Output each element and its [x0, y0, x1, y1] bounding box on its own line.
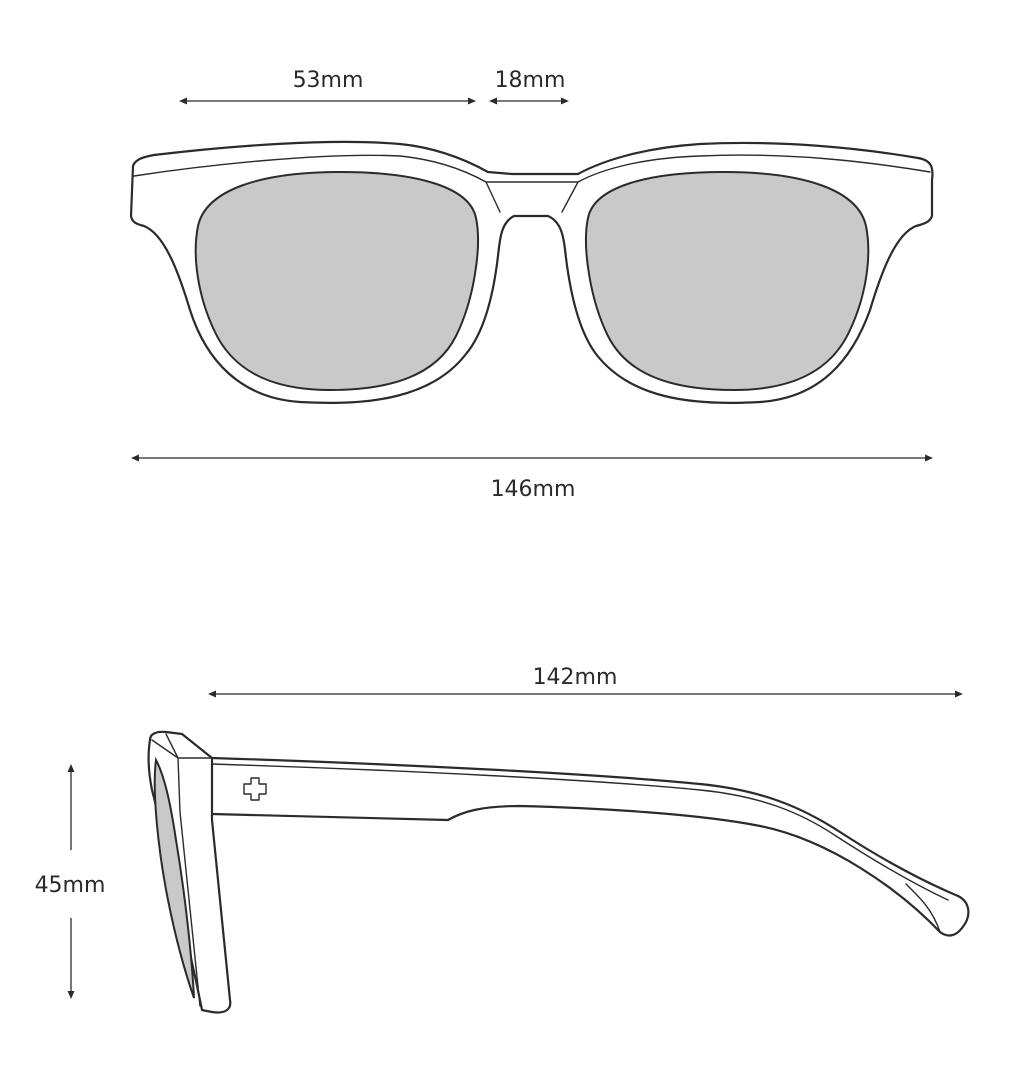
plus-cross-logo-icon [243, 777, 267, 801]
total-width-dimension: 146mm [131, 454, 933, 502]
lens-height-dimension: 45mm [35, 764, 106, 999]
front-frame [129, 140, 934, 405]
left-lens [194, 170, 479, 392]
bridge-detail [485, 181, 579, 213]
temple-arm-inner-edge [211, 763, 949, 901]
temple-length-label: 142mm [533, 665, 618, 690]
side-frame-top-bevel [165, 733, 213, 759]
side-frame-bevel [151, 739, 201, 1007]
temple-arm [210, 756, 970, 937]
lens-width-label: 53mm [293, 68, 364, 93]
bridge-width-label: 18mm [495, 68, 566, 93]
total-width-label: 146mm [491, 477, 576, 502]
side-lens [153, 756, 195, 999]
front-view: 53mm 18mm 146mm [129, 68, 934, 502]
side-view: 142mm 45mm [35, 665, 970, 1014]
temple-tip-bevel [905, 883, 941, 933]
side-frame-front [147, 730, 232, 1014]
lens-height-label: 45mm [35, 873, 106, 898]
bridge-width-dimension: 18mm [489, 68, 569, 105]
right-lens [585, 170, 870, 392]
front-frame-top-edge [133, 154, 931, 183]
temple-length-dimension: 142mm [208, 665, 963, 698]
lens-width-dimension: 53mm [179, 68, 476, 105]
